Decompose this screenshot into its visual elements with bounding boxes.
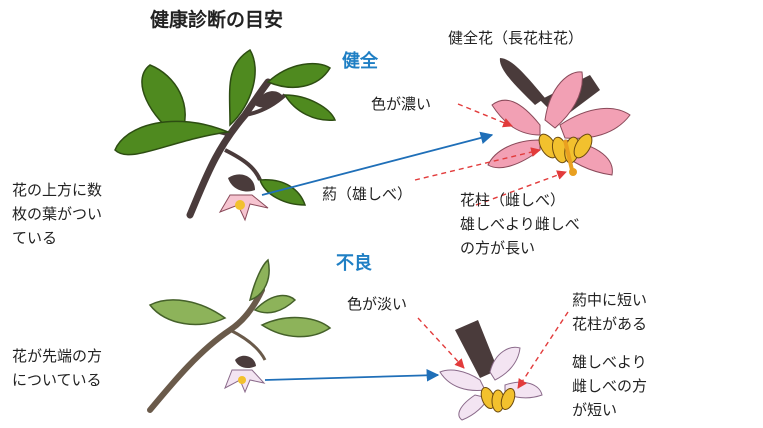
healthy-plant-illustration <box>114 48 337 222</box>
poor-flower-illustration <box>439 320 543 421</box>
poor-zoom-arrow <box>264 369 440 382</box>
healthy-style-note: 花柱（雌しべ） 雄しべより雌しべ の方が長い <box>460 191 580 257</box>
healthy-heading: 健全 <box>342 51 378 72</box>
healthy-color-label: 色が濃い <box>371 95 432 113</box>
poor-length-note: 雄しべより 雌しべの方 が短い <box>572 353 648 419</box>
healthy-leaf-note: 花の上方に数 枚の葉がつい ている <box>12 181 103 247</box>
poor-color-label: 色が淡い <box>347 295 408 313</box>
healthy-style-pointer <box>475 170 567 206</box>
page-title: 健康診断の目安 <box>150 9 284 31</box>
poor-style-note: 葯中に短い 花柱がある <box>572 291 648 333</box>
poor-style-pointer <box>517 311 569 389</box>
poor-color-pointer <box>417 317 465 369</box>
healthy-flower-illustration <box>487 58 631 176</box>
poor-tip-note: 花が先端の方 についている <box>12 347 103 389</box>
poor-plant-illustration <box>147 258 332 413</box>
healthy-anther-pointer <box>414 147 541 181</box>
healthy-flower-title: 健全花（長花柱花） <box>448 29 584 47</box>
poor-heading: 不良 <box>336 253 372 274</box>
healthy-anther-label: 葯（雄しべ） <box>322 185 413 203</box>
healthy-zoom-arrow <box>261 131 494 196</box>
healthy-color-pointer <box>457 103 513 128</box>
